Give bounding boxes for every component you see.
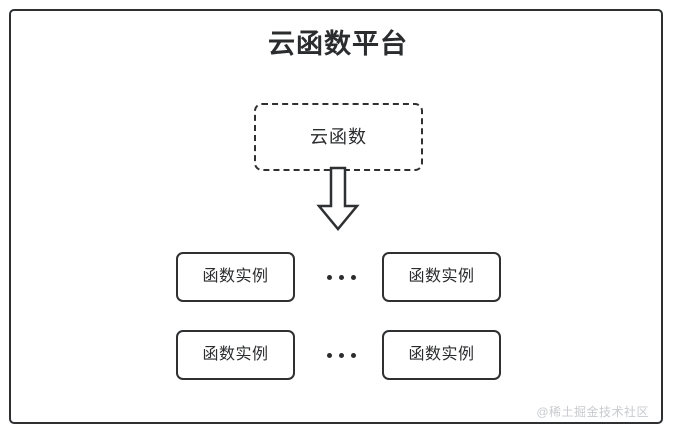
cloud-function-label: 云函数 <box>310 127 367 147</box>
function-instance-label: 函数实例 <box>202 346 269 363</box>
function-instance-box: 函数实例 <box>382 252 501 302</box>
instance-row-2: 函数实例 函数实例 <box>0 330 676 380</box>
ellipsis-icon <box>313 330 369 380</box>
page-title: 云函数平台 <box>268 29 408 59</box>
function-instance-box: 函数实例 <box>382 330 501 380</box>
function-instance-label: 函数实例 <box>408 268 475 285</box>
function-instance-label: 函数实例 <box>408 346 475 363</box>
cloud-function-node: 云函数 <box>254 103 423 171</box>
function-instance-box: 函数实例 <box>176 252 295 302</box>
ellipsis-dot <box>350 352 356 358</box>
ellipsis-dot <box>326 274 332 280</box>
watermark: @稀土掘金技术社区 <box>536 405 649 419</box>
ellipsis-dot <box>350 274 356 280</box>
ellipsis-dot <box>338 274 344 280</box>
ellipsis-icon <box>313 252 369 302</box>
function-instance-label: 函数实例 <box>202 268 269 285</box>
function-instance-box: 函数实例 <box>176 330 295 380</box>
ellipsis-dot <box>326 352 332 358</box>
ellipsis-dot <box>338 352 344 358</box>
arrow-down-icon <box>312 166 364 232</box>
instance-row-1: 函数实例 函数实例 <box>0 252 676 302</box>
